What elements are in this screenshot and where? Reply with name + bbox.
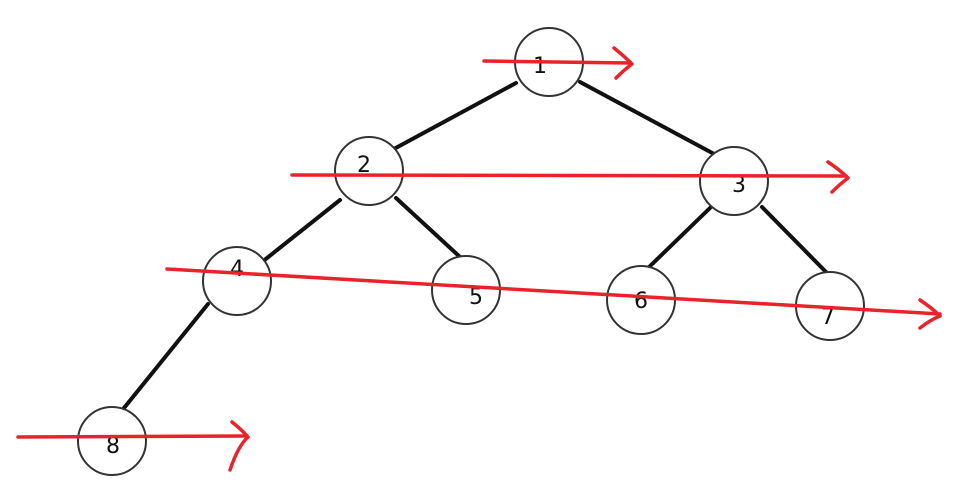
edge-3-7 <box>760 205 828 274</box>
tree-node-2: 2 <box>334 136 404 206</box>
edge-4-8 <box>122 302 210 410</box>
edge-2-5 <box>394 196 462 259</box>
edge-1-2 <box>390 81 518 152</box>
edge-1-3 <box>578 80 718 157</box>
tree-node-6: 6 <box>606 265 676 335</box>
node-label: 5 <box>469 285 483 310</box>
level-sweep-arrows <box>16 46 942 472</box>
tree-nodes: 1 2 3 4 5 6 7 8 <box>77 27 865 476</box>
node-label: 7 <box>821 305 835 330</box>
node-label: 2 <box>357 153 371 178</box>
edge-2-4 <box>260 198 342 264</box>
node-label: 3 <box>732 173 746 198</box>
node-label: 1 <box>533 54 547 79</box>
tree-node-5: 5 <box>431 255 501 325</box>
tree-node-4: 4 <box>202 246 272 316</box>
tree-edges <box>122 80 828 410</box>
node-label: 4 <box>230 257 244 282</box>
node-label: 6 <box>634 289 648 314</box>
edge-3-6 <box>644 206 712 272</box>
level-4-sweep-arrow <box>16 420 250 472</box>
level-3-sweep-arrow <box>165 267 942 330</box>
level-2-sweep-arrow <box>290 160 850 194</box>
node-label: 8 <box>106 434 120 459</box>
level-1-sweep-arrow <box>482 46 634 80</box>
tree-node-3: 3 <box>699 146 769 216</box>
tree-node-8: 8 <box>77 406 147 476</box>
